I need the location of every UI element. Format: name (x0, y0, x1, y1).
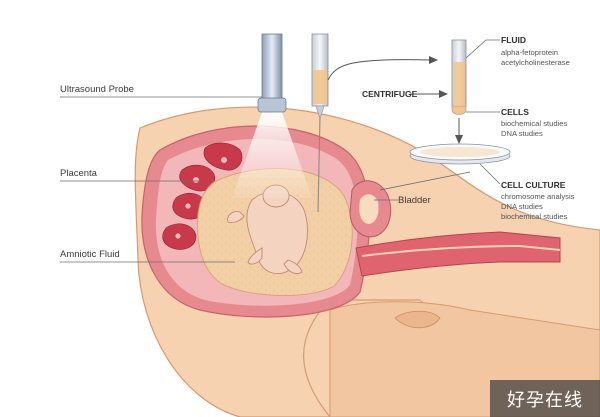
test-tube (451, 39, 467, 115)
label-bladder: Bladder (398, 195, 431, 206)
ultrasound-probe (257, 33, 287, 113)
label-cell-culture-item: DNA studies (501, 202, 543, 211)
label-centrifuge: CENTRIFUGE (362, 89, 418, 99)
ultrasound-beam (232, 112, 312, 198)
label-fluid-item: alpha-fetoprotein (501, 48, 558, 57)
label-amniotic-fluid: Amniotic Fluid (60, 249, 120, 260)
label-cells-item: DNA studies (501, 129, 543, 138)
label-cell-culture-title: CELL CULTURE (501, 180, 566, 190)
label-cell-culture-item: biochemical studies (501, 212, 567, 221)
label-fluid-item: acetylcholinesterase (501, 58, 570, 67)
placenta (162, 142, 243, 250)
leader-cell-culture (479, 163, 501, 185)
syringe (311, 33, 329, 213)
arrowhead-fluid (429, 56, 438, 64)
leader-cell-culture-body (379, 171, 471, 191)
label-cells-item: biochemical studies (501, 119, 567, 128)
label-fluid-title: FLUID (501, 35, 526, 45)
label-cells-title: CELLS (501, 107, 529, 117)
label-placenta: Placenta (60, 168, 98, 179)
watermark-badge: 好孕在线 (490, 380, 600, 417)
arrow-syringe-to-fluid (327, 59, 431, 81)
label-cell-culture-item: chromosome analysis (501, 192, 575, 201)
navel-contour (394, 310, 441, 329)
label-ultrasound-probe: Ultrasound Probe (60, 84, 134, 95)
petri-dish (409, 143, 511, 165)
leader-fluid (465, 39, 500, 59)
